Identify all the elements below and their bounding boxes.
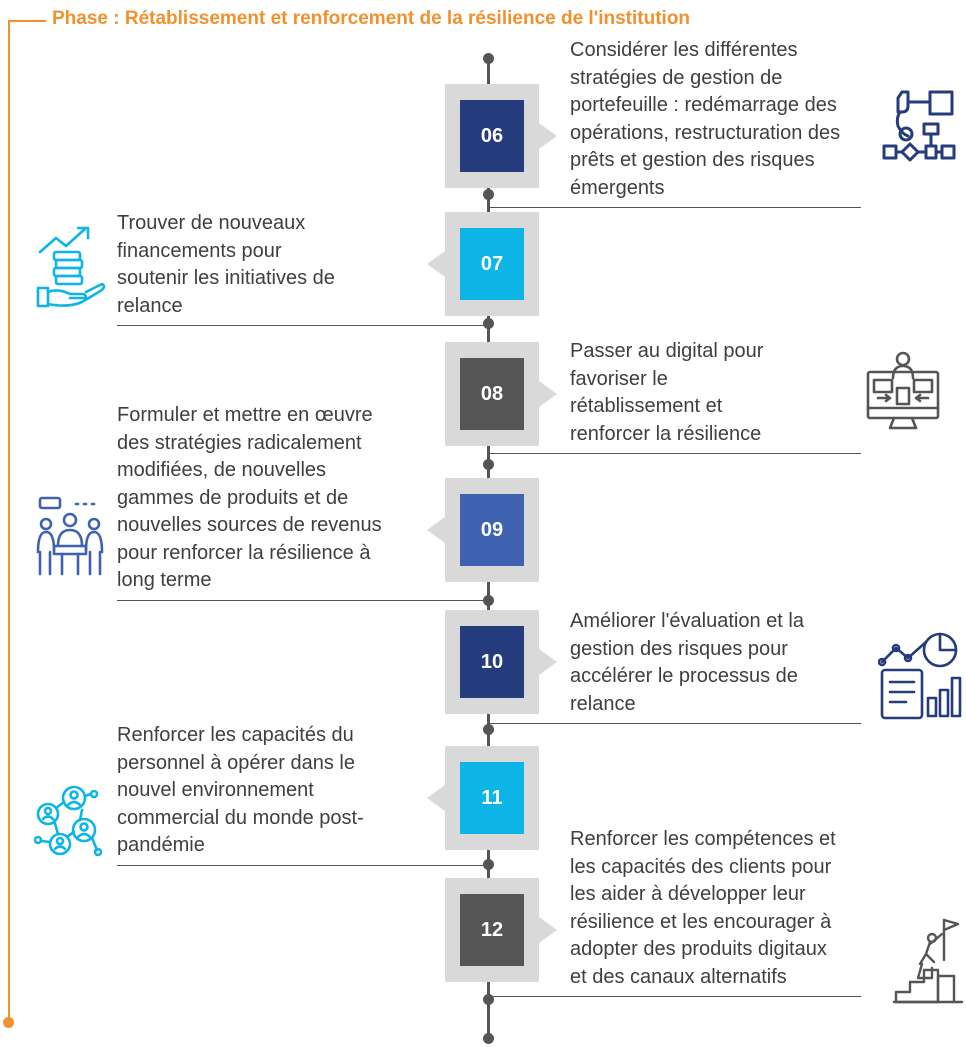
step-description-line: Trouver de nouveaux	[117, 212, 306, 234]
step-number: 12	[460, 894, 524, 966]
step-description-line: portefeuille : redémarrage des	[570, 94, 837, 116]
step-number: 10	[460, 626, 524, 698]
step-description-line: long terme	[117, 569, 212, 591]
step-frame: 11	[445, 746, 539, 850]
step-description-line: accélérer le processus de	[570, 665, 798, 687]
step-description-line: émergents	[570, 176, 665, 199]
step-description-line: relance	[117, 294, 183, 317]
step-description: Passer au digital pour favoriser le rétabl…	[570, 338, 763, 448]
step-description-line: favoriser le	[570, 367, 668, 390]
step-description-line: gammes de produits et de	[117, 486, 349, 509]
team-meeting-icon	[36, 496, 104, 576]
step-frame: 10	[445, 610, 539, 714]
step-number: 09	[460, 494, 524, 566]
timeline-dot	[483, 994, 494, 1005]
step-description: Renforcer les compétences et les capacité…	[570, 826, 836, 991]
step-underline	[117, 864, 488, 866]
timeline-dot	[483, 859, 494, 870]
step-description-line: modifiées, de nouvelles	[117, 459, 327, 481]
timeline-dot	[483, 459, 494, 470]
step-frame: 07	[445, 212, 539, 316]
step-underline	[490, 453, 861, 454]
phase-bracket-horizontal	[8, 20, 46, 22]
step-description-line: renforcer la résilience	[570, 422, 762, 445]
timeline-dot	[483, 595, 494, 606]
timeline-dot	[483, 1033, 494, 1044]
step-description-line: gestion des risques pour	[570, 637, 788, 660]
step-description-line: et des canaux alternatifs	[570, 965, 787, 988]
step-description-line: Formuler et mettre en œuvre	[117, 404, 373, 426]
step-description-line: soutenir les initiatives de	[117, 267, 335, 289]
step-description-line: nouvel environnement	[117, 779, 314, 801]
step-pointer	[539, 917, 557, 943]
step-description-line: résilience et les encourager à	[570, 910, 832, 933]
step-pointer	[427, 517, 445, 543]
step-underline	[490, 207, 861, 208]
step-number: 07	[460, 228, 524, 300]
phase-bracket-vertical	[8, 20, 10, 1022]
step-description: Renforcer les capacités du personnel à op…	[117, 722, 364, 860]
step-number: 06	[460, 100, 524, 172]
step-description-line: Renforcer les compétences et	[570, 828, 836, 850]
step-number: 11	[460, 762, 524, 834]
timeline-dot	[483, 724, 494, 735]
step-description-line: opérations, restructuration des	[570, 121, 841, 144]
step-description-line: Améliorer l'évaluation et la	[570, 610, 804, 632]
climber-flag-icon	[892, 918, 964, 1004]
analytics-report-icon	[878, 632, 962, 720]
step-number: 08	[460, 358, 524, 430]
step-description-line: commercial du monde post-	[117, 806, 364, 829]
step-description: Améliorer l'évaluation et la gestion des …	[570, 608, 804, 718]
step-description: Considérer les différentes stratégies de …	[570, 37, 840, 202]
step-frame: 06	[445, 84, 539, 188]
step-underline	[490, 723, 861, 724]
step-pointer	[539, 381, 557, 407]
step-description-line: Passer au digital pour	[570, 340, 764, 362]
step-description-line: les aider à développer leur	[570, 883, 806, 905]
step-description-line: des stratégies radicalement	[117, 431, 362, 454]
step-description-line: pandémie	[117, 834, 205, 856]
step-underline	[490, 996, 861, 997]
flowchart-hand-icon	[882, 90, 956, 162]
step-description-line: stratégies de gestion de	[570, 66, 783, 89]
step-description-line: nouvelles sources de revenus	[117, 514, 382, 536]
step-description-line: relance	[570, 692, 636, 715]
step-description-line: Renforcer les capacités du	[117, 724, 354, 746]
step-description-line: financements pour	[117, 239, 282, 262]
step-pointer	[427, 251, 445, 277]
step-description-line: Considérer les différentes	[570, 39, 798, 61]
coins-growth-icon	[36, 226, 106, 308]
digital-monitor-icon	[866, 351, 940, 430]
timeline-dot	[483, 189, 494, 200]
step-pointer	[539, 123, 557, 149]
phase-title: Phase : Rétablissement et renforcement d…	[52, 8, 691, 29]
step-pointer	[539, 649, 557, 675]
step-description-line: pour renforcer la résilience à	[117, 541, 371, 564]
step-description-line: personnel à opérer dans le	[117, 751, 355, 774]
step-pointer	[427, 785, 445, 811]
people-network-icon	[34, 785, 102, 857]
step-frame: 12	[445, 878, 539, 982]
step-frame: 08	[445, 342, 539, 446]
step-description: Trouver de nouveaux financements pour sout…	[117, 210, 335, 320]
step-description: Formuler et mettre en œuvre des stratégie…	[117, 402, 382, 595]
step-description-line: prêts et gestion des risques	[570, 149, 815, 171]
timeline-dot	[483, 318, 494, 329]
step-underline	[117, 325, 488, 326]
step-frame: 09	[445, 478, 539, 582]
phase-bracket-end-dot	[3, 1017, 14, 1028]
timeline-dot	[483, 53, 494, 64]
step-description-line: adopter des produits digitaux	[570, 938, 827, 960]
step-underline	[117, 599, 488, 601]
step-description-line: rétablissement et	[570, 395, 723, 417]
step-description-line: les capacités des clients pour	[570, 855, 832, 878]
